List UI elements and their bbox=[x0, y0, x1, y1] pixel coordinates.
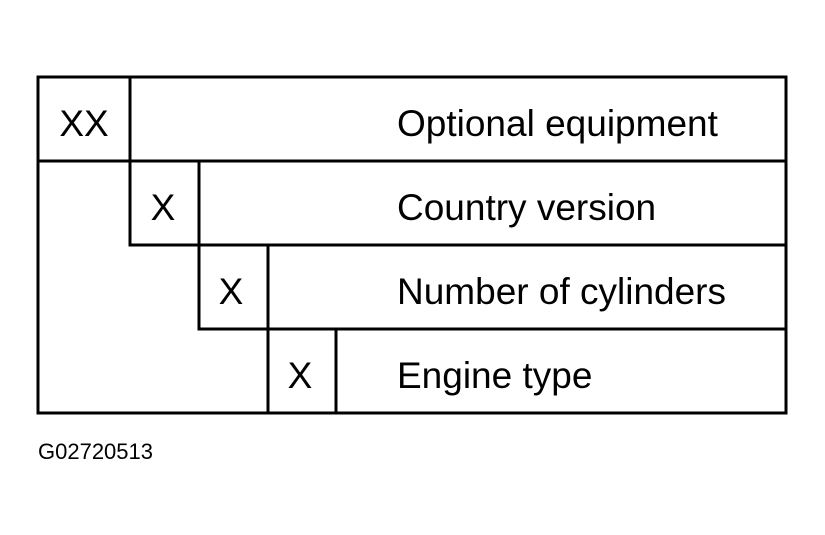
code-number-of-cylinders: X bbox=[219, 271, 244, 312]
label-number-of-cylinders: Number of cylinders bbox=[397, 271, 726, 312]
code-country-version: X bbox=[151, 187, 176, 228]
label-engine-type: Engine type bbox=[397, 355, 592, 396]
figure-reference: G02720513 bbox=[38, 439, 153, 464]
label-country-version: Country version bbox=[397, 187, 656, 228]
code-engine-type: X bbox=[288, 355, 313, 396]
label-optional-equipment: Optional equipment bbox=[397, 103, 719, 144]
code-optional-equipment: XX bbox=[59, 103, 108, 144]
